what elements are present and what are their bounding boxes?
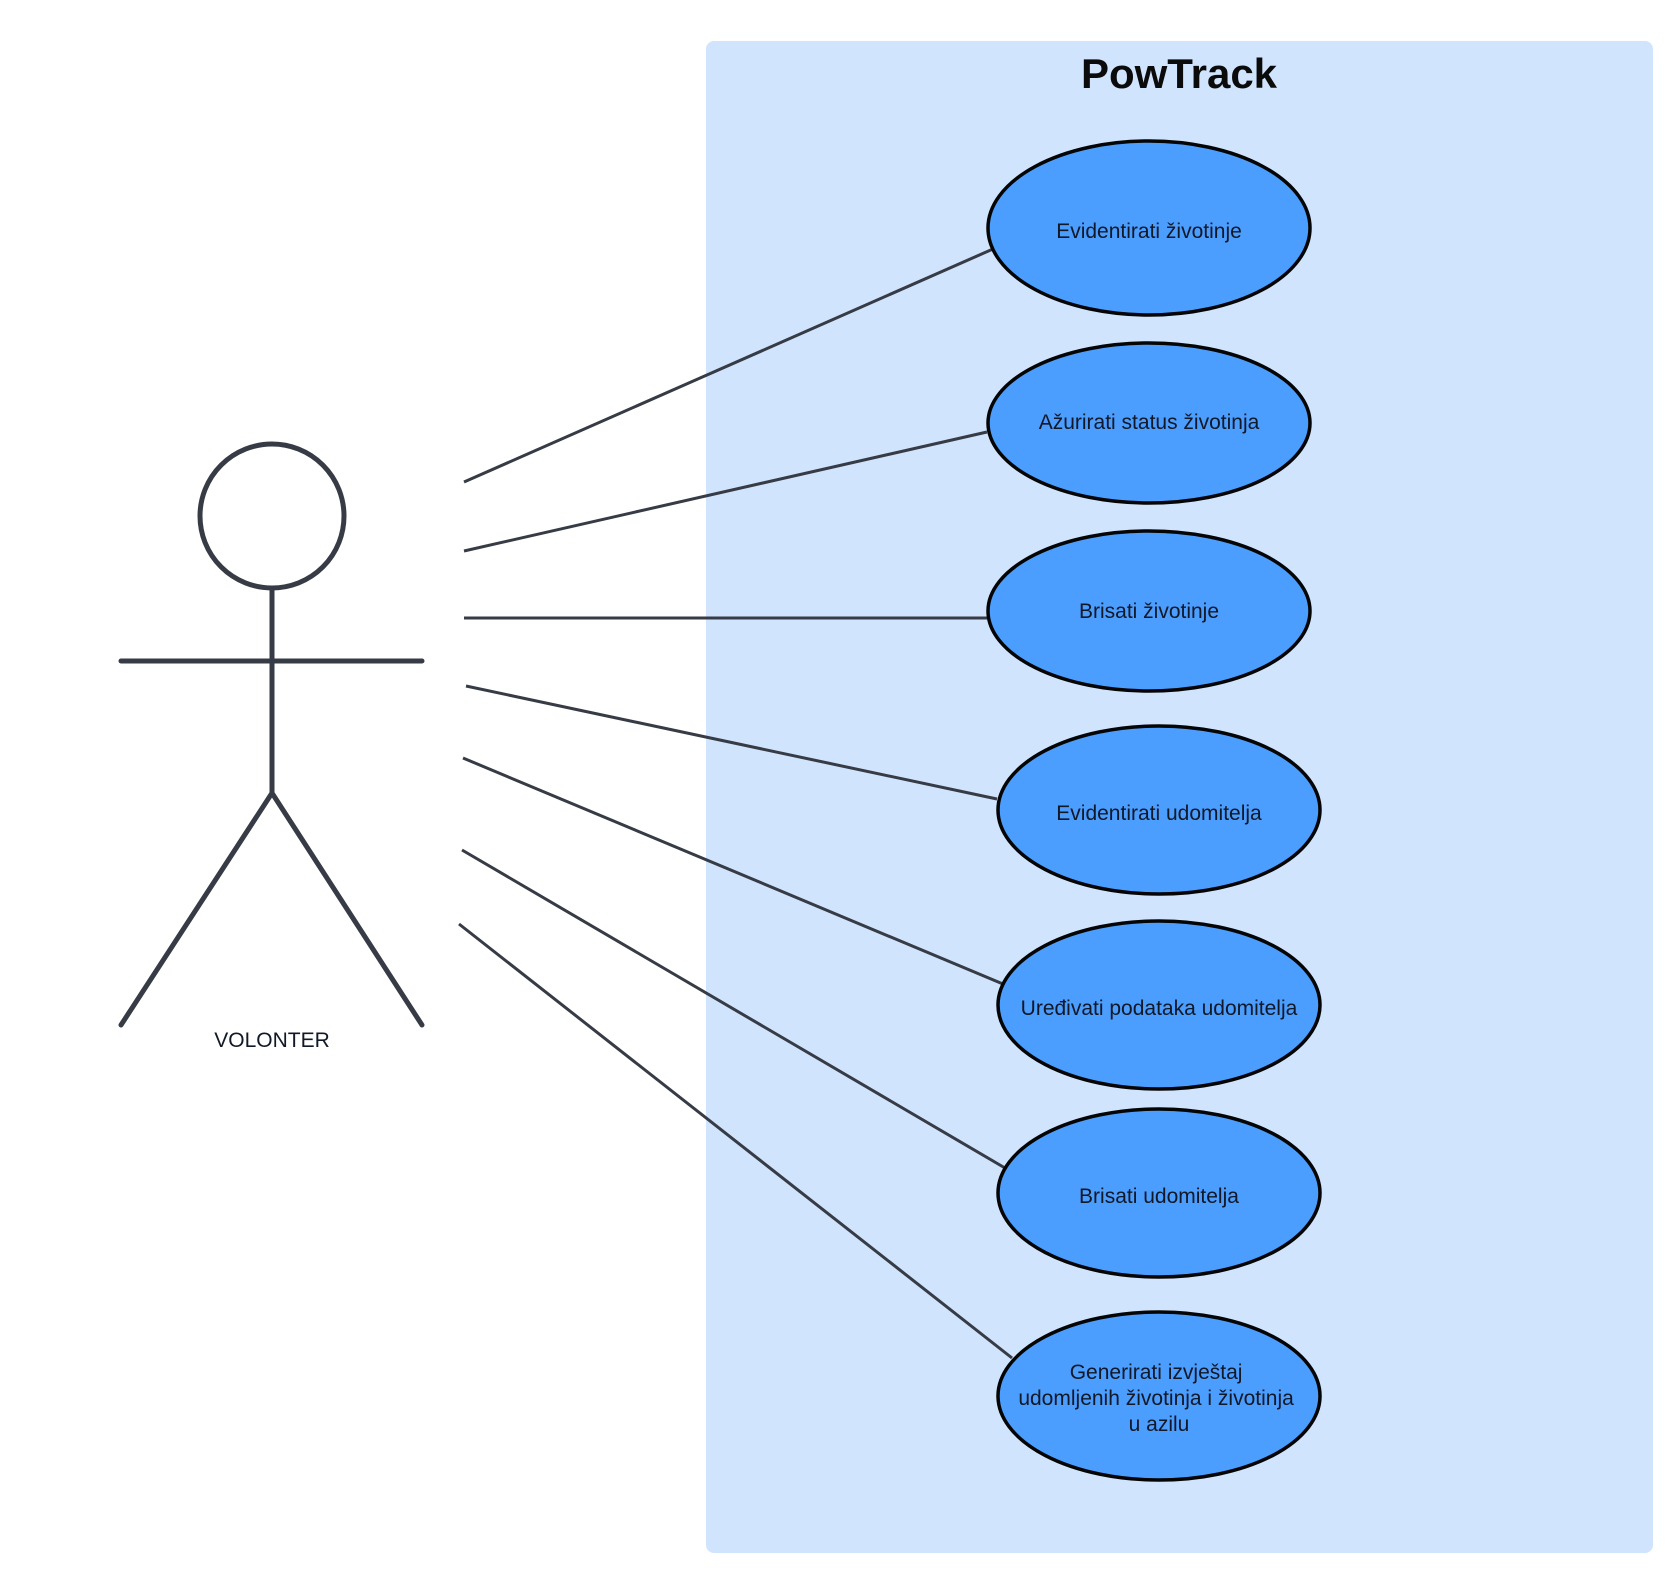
use-case-ellipse [986,139,1312,317]
use-case-label: Evidentirati udomitelja [1056,802,1262,825]
use-case-ellipse [996,724,1322,896]
associations [458,247,1013,1360]
use-case-label: Generirati izvještaj udomljenih životinj… [1018,1361,1299,1436]
use-case-label: Brisati životinje [1079,600,1219,623]
use-case-ellipse [996,1310,1322,1482]
use-case-ellipse [986,341,1312,505]
actor [118,441,425,1028]
association-line-uc6 [461,848,1006,1170]
association-line-uc4 [465,684,998,801]
use-case-evidentirati-zivotinje[interactable]: Evidentirati životinje [986,139,1312,317]
use-case-ellipse [986,529,1312,693]
use-case-azurirati-status-zivotinja[interactable]: Ažurirati status životinja [986,341,1312,505]
use-case-ellipse [996,1107,1322,1279]
actor-left-leg [118,790,275,1028]
association-line-uc7 [458,922,1013,1360]
association-line-uc1 [463,247,994,484]
use-case-generirati-izvjestaj[interactable]: Generirati izvještaj udomljenih životinj… [996,1310,1322,1482]
system-title: PowTrack [1081,50,1278,97]
use-case-ellipse [996,919,1322,1091]
use-case-uredivati-podataka-udomitelja[interactable]: Uređivati podataka udomitelja [996,919,1322,1091]
use-case-label: Uređivati podataka udomitelja [1021,997,1298,1020]
actor-right-leg [269,790,425,1028]
use-case-brisati-udomitelja[interactable]: Brisati udomitelja [996,1107,1322,1279]
use-case-label: Ažurirati status životinja [1039,411,1260,434]
association-line-uc2 [463,430,988,553]
use-case-label: Brisati udomitelja [1079,1185,1239,1208]
actor-head-icon [197,441,347,591]
use-case-brisati-zivotinje[interactable]: Brisati životinje [986,529,1312,693]
actor-label: VOLONTER [214,1029,330,1052]
use-case-evidentirati-udomitelja[interactable]: Evidentirati udomitelja [996,724,1322,896]
use-case-label: Evidentirati životinje [1056,220,1242,243]
association-line-uc5 [462,756,1004,986]
